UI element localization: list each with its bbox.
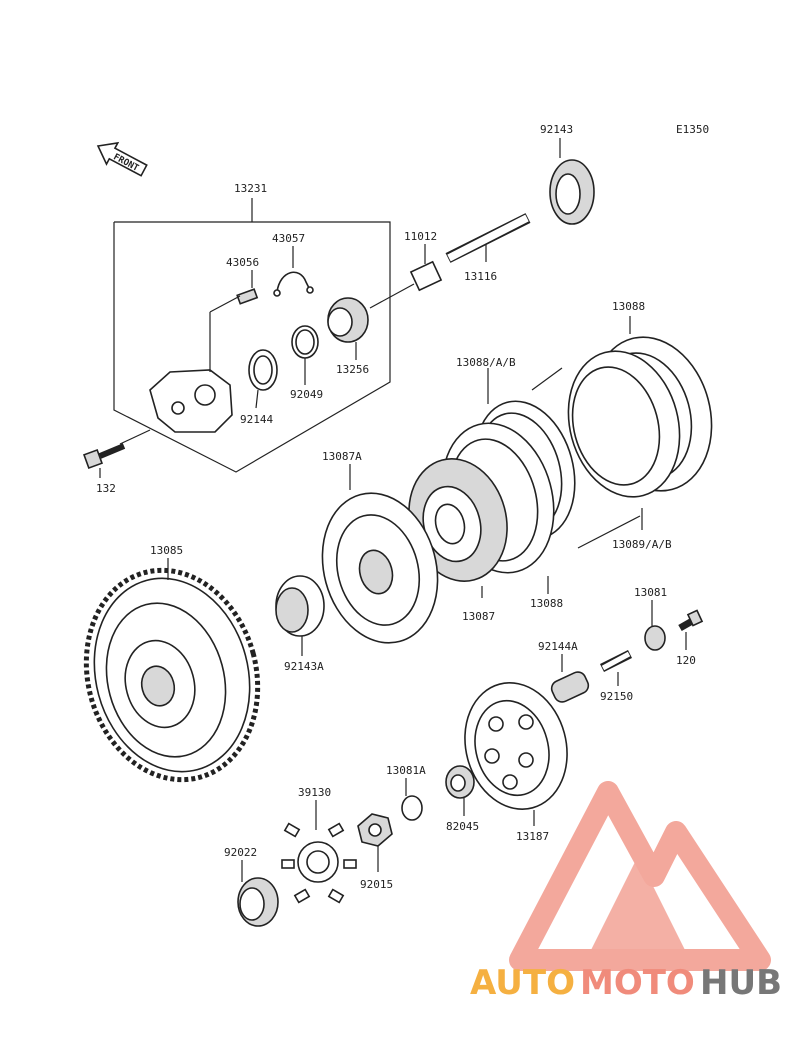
label-13088-bottom: 13088: [530, 597, 563, 610]
watermark-logo: [509, 781, 771, 971]
label-92049: 92049: [290, 388, 323, 401]
part-92150-bolt: [599, 649, 633, 686]
label-13081: 13081: [634, 586, 667, 599]
label-92143: 92143: [540, 123, 573, 136]
label-92015: 92015: [360, 878, 393, 891]
part-92022-bearing: [237, 860, 279, 927]
label-13088AB: 13088/A/B: [456, 356, 516, 369]
label-92143A: 92143A: [284, 660, 324, 673]
part-slave-cylinder: [149, 295, 241, 433]
front-arrow-icon: FRONT: [96, 141, 148, 177]
label-13087A: 13087A: [322, 450, 362, 463]
part-92049-seal: [291, 325, 319, 385]
label-13116: 13116: [464, 270, 497, 283]
part-92015-nut: [357, 813, 393, 872]
label-120: 120: [676, 654, 696, 667]
part-13116-pushrod: [445, 213, 531, 263]
label-43057: 43057: [272, 232, 305, 245]
label-13231: 13231: [234, 182, 267, 195]
label-82045: 82045: [446, 820, 479, 833]
part-13085-clutch-housing: [83, 558, 261, 783]
watermark-wordmark: AUTO MOTO HUB: [470, 963, 782, 1003]
label-13085: 13085: [150, 544, 183, 557]
label-92144A: 92144A: [538, 640, 578, 653]
part-92143-seal: [549, 138, 595, 225]
label-92144: 92144: [240, 413, 273, 426]
label-92150: 92150: [600, 690, 633, 703]
watermark-auto: AUTO: [470, 963, 575, 1003]
part-13087A-plate: [321, 464, 439, 644]
part-92144A-spring: [550, 654, 590, 703]
label-132: 132: [96, 482, 116, 495]
pushrod-guide-line: [369, 283, 415, 309]
part-132-bolt: [83, 429, 151, 478]
label-13087: 13087: [462, 610, 495, 623]
part-11012-bushing: [409, 244, 443, 292]
label-11012: 11012: [404, 230, 437, 243]
part-82045-bearing: [445, 765, 475, 816]
label-13187: 13187: [516, 830, 549, 843]
watermark-moto: MOTO: [580, 963, 695, 1003]
part-13256-piston: [327, 297, 369, 360]
assembly-bracket-13231: [113, 198, 391, 473]
part-13088-friction-plates: [567, 316, 713, 498]
label-13081A: 13081A: [386, 764, 426, 777]
label-13089AB: 13089/A/B: [612, 538, 672, 551]
label-39130: 39130: [298, 786, 331, 799]
part-13081-collar: [644, 600, 666, 651]
part-120-bolt: [678, 609, 704, 650]
label-43056: 43056: [226, 256, 259, 269]
label-13256: 13256: [336, 363, 369, 376]
part-43056-bleeder: [236, 270, 259, 305]
part-13081A-collar: [401, 778, 423, 821]
label-13088-top: 13088: [612, 300, 645, 313]
label-92022: 92022: [224, 846, 257, 859]
part-92144-spring: [248, 349, 278, 409]
watermark-hub: HUB: [700, 963, 782, 1003]
diagram-code: E1350: [676, 123, 709, 136]
part-92143A-spacer: [275, 575, 325, 656]
part-13187-pressure-plate: [464, 682, 568, 826]
part-39130-spider: [281, 800, 357, 904]
part-43057-clip: [273, 246, 314, 297]
